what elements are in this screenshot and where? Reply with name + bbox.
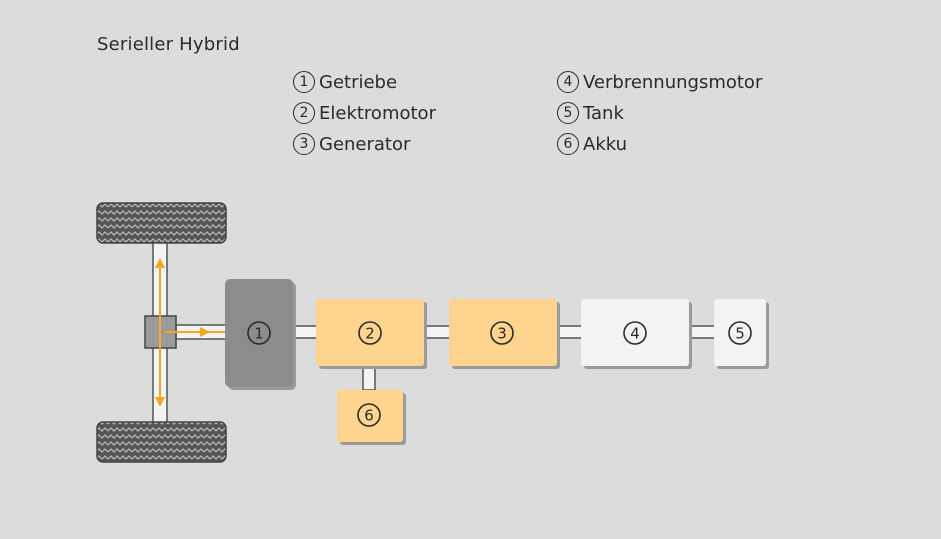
- diagram-title: Serieller Hybrid: [97, 34, 240, 55]
- legend-item-verbrennungsmotor: 4 Verbrennungsmotor: [557, 69, 762, 95]
- legend-number: 1: [293, 71, 315, 93]
- legend-item-akku: 6 Akku: [557, 131, 627, 157]
- component-number: 5: [735, 325, 745, 343]
- component-tank: 5: [714, 299, 766, 366]
- legend-number: 4: [557, 71, 579, 93]
- component-number: 6: [364, 407, 374, 425]
- legend-label: Generator: [319, 133, 411, 155]
- component-number: 3: [497, 325, 507, 343]
- legend-item-elektromotor: 2 Elektromotor: [293, 100, 436, 126]
- component-generator: 3: [449, 299, 557, 366]
- legend-number: 2: [293, 102, 315, 124]
- legend-item-getriebe: 1 Getriebe: [293, 69, 397, 95]
- legend-number: 3: [293, 133, 315, 155]
- legend-label: Akku: [583, 133, 628, 155]
- legend-number: 5: [557, 102, 579, 124]
- component-elektromotor: 2: [316, 299, 424, 366]
- legend-item-tank: 5 Tank: [557, 100, 624, 126]
- legend-label: Tank: [583, 102, 624, 124]
- component-number: 2: [365, 325, 375, 343]
- legend-number: 6: [557, 133, 579, 155]
- component-akku: 6: [337, 390, 403, 442]
- legend-item-generator: 3 Generator: [293, 131, 410, 157]
- tire-top: [96, 202, 227, 244]
- tire-bottom: [96, 421, 227, 463]
- power-flow-arrows: [155, 258, 225, 407]
- component-getriebe: 1: [225, 279, 293, 387]
- legend-label: Getriebe: [319, 71, 398, 93]
- legend-label: Elektromotor: [319, 102, 436, 124]
- connectors: [291, 325, 716, 391]
- component-number: 1: [254, 325, 264, 343]
- legend-label: Verbrennungsmotor: [583, 71, 763, 93]
- component-number: 4: [630, 325, 640, 343]
- component-verbrennungsmotor: 4: [581, 299, 689, 366]
